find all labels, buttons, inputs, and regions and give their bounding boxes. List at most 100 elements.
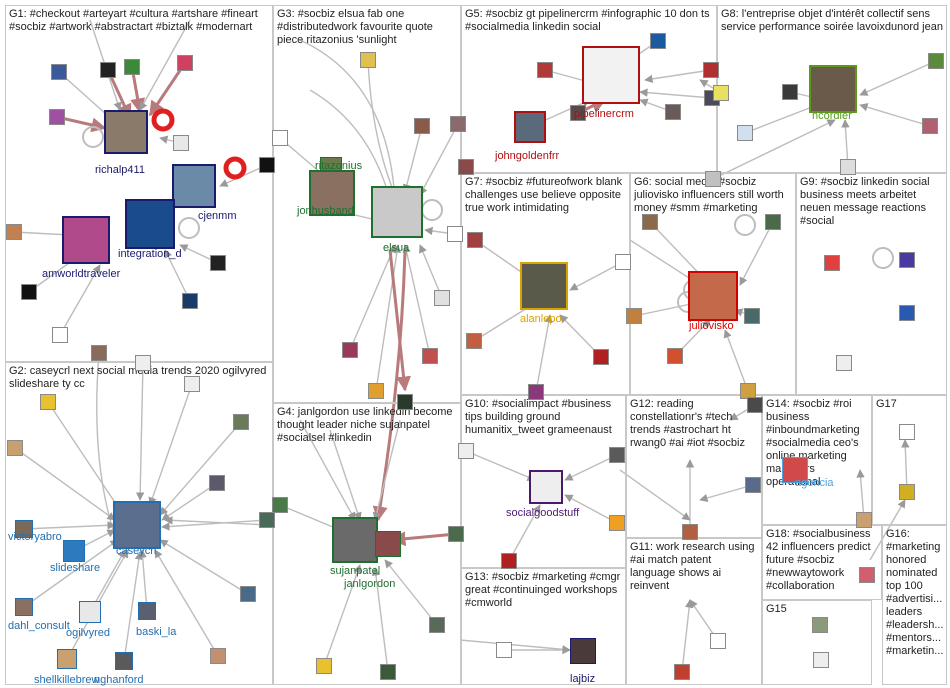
avatar-node[interactable] xyxy=(609,515,625,531)
avatar-node[interactable] xyxy=(91,345,107,361)
avatar-ncordier[interactable] xyxy=(809,65,857,113)
avatar-node[interactable] xyxy=(466,333,482,349)
node-label-cjenmm[interactable]: cjenmm xyxy=(198,210,237,222)
node-label-integration_d[interactable]: integration_d xyxy=(118,248,182,260)
node-label-elsua[interactable]: elsua xyxy=(383,242,410,254)
avatar-node[interactable] xyxy=(528,384,544,400)
avatar-node[interactable] xyxy=(812,617,828,633)
avatar-node[interactable] xyxy=(240,586,256,602)
avatar-baski_la[interactable] xyxy=(138,602,156,620)
avatar-node[interactable] xyxy=(737,125,753,141)
avatar-node[interactable] xyxy=(570,105,586,121)
avatar-node[interactable] xyxy=(434,290,450,306)
avatar-node[interactable] xyxy=(710,633,726,649)
avatar-node[interactable] xyxy=(6,224,22,240)
avatar-node[interactable] xyxy=(593,349,609,365)
avatar-node[interactable] xyxy=(626,308,642,324)
avatar-alanlepo[interactable] xyxy=(520,262,568,310)
avatar-node[interactable] xyxy=(272,130,288,146)
avatar-node[interactable] xyxy=(642,214,658,230)
avatar-node[interactable] xyxy=(342,342,358,358)
avatar-node[interactable] xyxy=(135,355,151,371)
avatar-node[interactable] xyxy=(674,664,690,680)
avatar-node[interactable] xyxy=(899,252,915,268)
avatar-node[interactable] xyxy=(447,226,463,242)
avatar-node[interactable] xyxy=(836,355,852,371)
node-label-shellkillebrew[interactable]: shellkillebrew xyxy=(34,674,100,686)
avatar-node[interactable] xyxy=(210,255,226,271)
avatar-socialgoodstuff[interactable] xyxy=(529,470,563,504)
avatar-node[interactable] xyxy=(928,53,944,69)
avatar-node[interactable] xyxy=(501,553,517,569)
avatar-node[interactable] xyxy=(458,159,474,175)
avatar-dahl_consult[interactable] xyxy=(15,598,33,616)
avatar-node[interactable] xyxy=(177,55,193,71)
avatar-integration_d[interactable] xyxy=(125,199,175,249)
node-label-pipelinercrm[interactable]: pipelinercrm xyxy=(574,108,634,120)
avatar-node[interactable] xyxy=(210,648,226,664)
avatar-node[interactable] xyxy=(813,652,829,668)
node-label-alanlepo[interactable]: alanlepo xyxy=(520,313,562,325)
avatar-pipelinercrm[interactable] xyxy=(582,46,640,104)
avatar-node[interactable] xyxy=(665,104,681,120)
avatar-shellkillebrew[interactable] xyxy=(57,649,77,669)
avatar-amworldtraveler[interactable] xyxy=(62,216,110,264)
avatar-node[interactable] xyxy=(745,477,761,493)
avatar-node[interactable] xyxy=(414,118,430,134)
avatar-node[interactable] xyxy=(184,376,200,392)
node-label-jonhusband[interactable]: jonhusband xyxy=(297,205,354,217)
avatar-cjenmm[interactable] xyxy=(172,164,216,208)
avatar-node[interactable] xyxy=(856,512,872,528)
avatar-node[interactable] xyxy=(922,118,938,134)
node-label-ogilvyred[interactable]: ogilvyred xyxy=(66,627,111,639)
avatar-node[interactable] xyxy=(859,567,875,583)
avatar-node[interactable] xyxy=(650,33,666,49)
avatar-agencia[interactable] xyxy=(782,457,808,483)
avatar-node[interactable] xyxy=(747,397,763,413)
avatar-jonhusband[interactable] xyxy=(309,170,355,216)
avatar-node[interactable] xyxy=(259,157,275,173)
node-label-victoryabro[interactable]: victoryabro xyxy=(8,531,62,543)
avatar-lajbiz[interactable] xyxy=(570,638,596,664)
avatar-node[interactable] xyxy=(233,414,249,430)
avatar-node[interactable] xyxy=(397,394,413,410)
avatar-victoryabro[interactable] xyxy=(15,520,33,538)
avatar-node[interactable] xyxy=(609,447,625,463)
avatar-janlgordon[interactable] xyxy=(375,531,401,557)
avatar-node[interactable] xyxy=(100,62,116,78)
avatar-sujanpatel[interactable] xyxy=(332,517,378,563)
avatar-node[interactable] xyxy=(458,443,474,459)
node-label-slideshare[interactable]: slideshare xyxy=(50,562,101,574)
avatar-node[interactable] xyxy=(782,84,798,100)
avatar-node[interactable] xyxy=(52,327,68,343)
avatar-node[interactable] xyxy=(713,85,729,101)
node-label-johngoldenfrr[interactable]: johngoldenfrr xyxy=(495,150,560,162)
avatar-node[interactable] xyxy=(667,348,683,364)
avatar-node[interactable] xyxy=(272,497,288,513)
avatar-node[interactable] xyxy=(7,440,23,456)
node-label-ritazonius[interactable]: ritazonius xyxy=(315,160,363,172)
node-label-amworldtraveler[interactable]: amworldtraveler xyxy=(42,268,121,280)
avatar-caseycrl[interactable] xyxy=(113,501,161,549)
avatar-node[interactable] xyxy=(899,484,915,500)
avatar-node[interactable] xyxy=(21,284,37,300)
node-label-socialgoodstuff[interactable]: socialgoodstuff xyxy=(506,507,580,519)
avatar-node[interactable] xyxy=(703,62,719,78)
avatar-node[interactable] xyxy=(450,116,466,132)
avatar-node[interactable] xyxy=(360,52,376,68)
avatar-node[interactable] xyxy=(380,664,396,680)
avatar-node[interactable] xyxy=(840,159,856,175)
node-label-lajbiz[interactable]: lajbiz xyxy=(570,673,596,685)
avatar-slideshare[interactable] xyxy=(63,540,85,562)
node-label-nghanford[interactable]: nghanford xyxy=(94,674,144,686)
avatar-elsua[interactable] xyxy=(371,186,423,238)
avatar-node[interactable] xyxy=(537,62,553,78)
node-label-janlgordon[interactable]: janlgordon xyxy=(344,578,396,590)
node-label-baski_la[interactable]: baski_la xyxy=(136,626,177,638)
avatar-node[interactable] xyxy=(705,171,721,187)
avatar-node[interactable] xyxy=(422,348,438,364)
node-label-agencia[interactable]: agencia xyxy=(795,477,834,489)
avatar-node[interactable] xyxy=(448,526,464,542)
avatar-node[interactable] xyxy=(209,475,225,491)
avatar-node[interactable] xyxy=(49,109,65,125)
